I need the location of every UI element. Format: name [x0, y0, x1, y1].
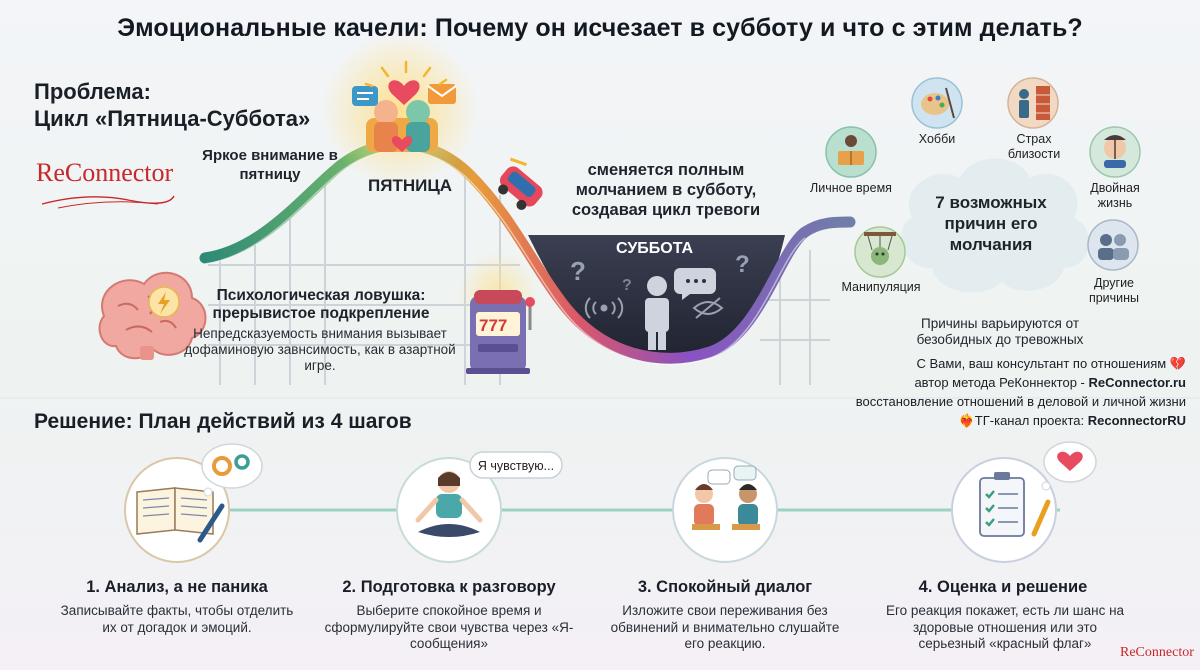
trap-heading: Психологическая ловушка: прерывистое под… [212, 287, 430, 322]
sparkles-icon [364, 60, 448, 88]
reason-other: Другие причины [1088, 276, 1140, 305]
question-mark-icon: ? [570, 256, 586, 286]
question-mark-icon: ? [622, 277, 632, 294]
reason-hobby: Хобби [918, 132, 956, 146]
lonely-person-icon [645, 276, 669, 350]
coaster-car-icon [498, 157, 543, 210]
friday-label: ПЯТНИЦА [368, 176, 453, 195]
hidden-eye-icon [692, 297, 724, 319]
heart-icon [388, 80, 420, 105]
problem-heading-line2: Цикл «Пятница-Суббота» [34, 106, 311, 131]
bottom-logo: ReConnector [1120, 645, 1194, 660]
slot-machine-icon: 777 [458, 252, 538, 374]
dialog-icon [672, 457, 778, 563]
author-block: С Вами, ваш консультант по отношениям 💔 … [856, 354, 1186, 430]
reasons-center-text: 7 возможных причин его молчания [935, 193, 1047, 254]
lightning-badge-icon [148, 286, 180, 318]
reasons-cloud [901, 158, 1089, 293]
step4-text: Его реакция покажет, есть ли шанс на здо… [885, 603, 1125, 651]
step2-title: 2. Подготовка к разговору [342, 578, 556, 596]
step3-title: 3. Спокойный диалог [637, 578, 813, 596]
reason-fear-intimacy: Страх близости [1007, 132, 1061, 161]
wall-person-icon [1007, 77, 1059, 129]
problem-heading: Проблема: Цикл «Пятница-Суббота» [34, 78, 310, 132]
reasons-note: Причины варьируются от безобидных до тре… [916, 316, 1084, 347]
step4-title: 4. Оценка и решение [918, 578, 1088, 596]
reason-manipulation: Манипуляция [841, 280, 921, 294]
author-line2: автор метода РеКоннектор - ReConnector.r… [856, 373, 1186, 392]
author-line1: С Вами, ваш консультант по отношениям 💔 [916, 356, 1186, 371]
friday-attention-text: Яркое внимание в пятницу [202, 147, 338, 183]
signal-icon [584, 297, 624, 319]
heart-thought-icon [1041, 441, 1097, 491]
meditation-icon [396, 457, 502, 563]
two-faces-icon [1089, 126, 1141, 178]
envelope-icon [427, 84, 457, 104]
step2-bubble-text: Я чувствую... [478, 459, 554, 473]
puppet-icon [854, 226, 906, 278]
step1-text: Записывайте факты, чтобы отделить их от … [60, 603, 294, 635]
question-mark-icon: ? [735, 251, 750, 278]
author-line3: восстановление отношений в деловой и лич… [855, 394, 1186, 409]
silence-text: сменяется полным молчанием в субботу, со… [571, 161, 761, 219]
page-title: Эмоциональные качели: Почему он исчезает… [117, 14, 1083, 42]
message-icon [352, 86, 378, 106]
coaster-track [199, 138, 856, 364]
step2-text: Выберите спокойное время и сформулируйте… [324, 603, 574, 651]
reason-double-life: Двойная жизнь [1090, 181, 1140, 210]
book-person-icon [825, 126, 877, 178]
saturday-label: СУББОТА [616, 240, 694, 257]
journal-icon [124, 457, 230, 563]
slot-symbols: 777 [479, 316, 507, 335]
author-line4-prefix: ❤️‍🔥ТГ-канал проекта: [958, 413, 1088, 428]
speech-bubble-step2: Я чувствую... [469, 451, 563, 479]
step3-text: Изложите свои переживания без обвинений … [610, 603, 840, 651]
step1-title: 1. Анализ, а не паника [86, 578, 268, 596]
trap-text: Непредсказуемость внимания вызывает дофа… [184, 326, 456, 373]
problem-heading-line1: Проблема: [34, 79, 151, 104]
gears-thought-icon [201, 443, 263, 497]
checklist-icon [951, 457, 1057, 563]
friday-couple-icon [366, 100, 438, 152]
author-line2-prefix: автор метода РеКоннектор - [914, 375, 1089, 390]
author-site-link[interactable]: ReConnector.ru [1088, 375, 1186, 390]
empty-chat-icon [674, 268, 716, 300]
solution-heading: Решение: План действий из 4 шагов [34, 410, 412, 433]
coaster-supports [208, 165, 830, 385]
author-line4: ❤️‍🔥ТГ-канал проекта: ReconnectorRU [856, 411, 1186, 430]
palette-icon [911, 77, 963, 129]
people-icon [1087, 219, 1139, 271]
author-channel-link[interactable]: ReconnectorRU [1087, 413, 1186, 428]
reason-personal-time: Личное время [810, 181, 892, 195]
reconnector-logo: ReConnector [36, 158, 174, 187]
logo-swoosh-icon [41, 195, 175, 209]
brain-icon [98, 271, 207, 360]
